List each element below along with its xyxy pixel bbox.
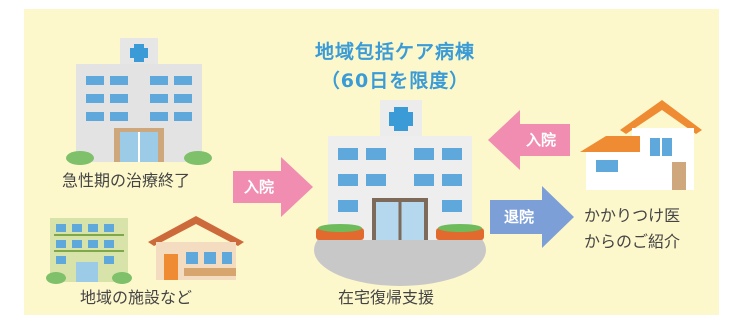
diagram-title: 地域包括ケア病棟 （60日を限度）: [270, 38, 520, 96]
discharge-arrow: [490, 186, 574, 248]
local-facilities-label: 地域の施設など: [80, 288, 193, 307]
admission-arrow-left: [233, 157, 313, 217]
family-doctor-line-2: からのご紹介: [584, 232, 681, 251]
admission-arrow-right: [488, 110, 570, 170]
admission-label-right: 入院: [525, 131, 556, 149]
family-doctor-label: かかりつけ医 からのご紹介: [584, 205, 680, 253]
title-line-1: 地域包括ケア病棟: [314, 41, 475, 63]
home-icon: [580, 100, 702, 190]
care-house-icon: [148, 216, 244, 280]
title-line-2: （60日を限度）: [320, 70, 470, 92]
home-return-support-label: 在宅復帰支援: [338, 288, 435, 307]
discharge-label: 退院: [503, 208, 534, 226]
hospital-icon: [66, 38, 212, 165]
admission-label-left: 入院: [243, 178, 274, 196]
acute-care-end-label: 急性期の治療終了: [62, 171, 191, 190]
main-hospital-icon: [314, 100, 486, 286]
apartment-icon: [46, 218, 132, 284]
family-doctor-line-1: かかりつけ医: [584, 206, 681, 225]
